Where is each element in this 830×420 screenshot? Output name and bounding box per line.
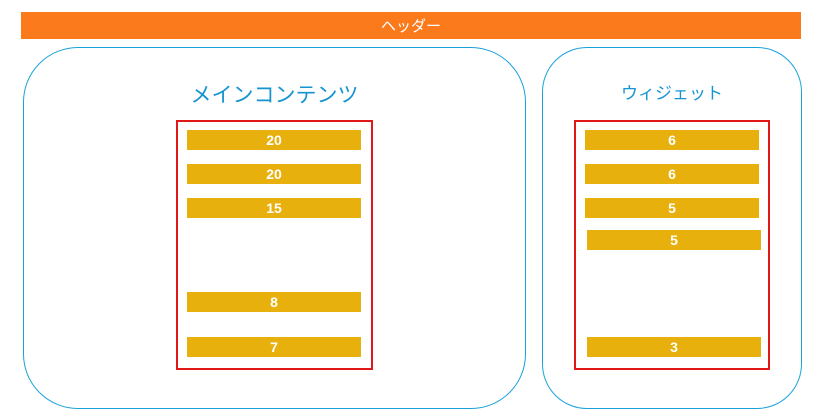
widget-frame (574, 120, 770, 370)
main-content-panel: メインコンテンツ (23, 47, 526, 409)
main-bar: 20 (187, 164, 361, 184)
widget-title: ウィジェット (621, 84, 723, 103)
main-content-frame (176, 120, 373, 370)
main-bar: 7 (187, 337, 361, 357)
main-bar: 8 (187, 292, 361, 312)
widget-bar: 3 (587, 337, 761, 357)
widget-panel: ウィジェット (542, 47, 802, 409)
main-bar: 20 (187, 130, 361, 150)
widget-bar: 6 (585, 130, 759, 150)
main-bar: 15 (187, 198, 361, 218)
header-label: ヘッダー (380, 18, 441, 35)
main-content-title: メインコンテンツ (190, 84, 359, 107)
header-bar: ヘッダー (21, 12, 801, 39)
widget-bar: 5 (587, 230, 761, 250)
widget-bar: 5 (585, 198, 759, 218)
widget-bar: 6 (585, 164, 759, 184)
